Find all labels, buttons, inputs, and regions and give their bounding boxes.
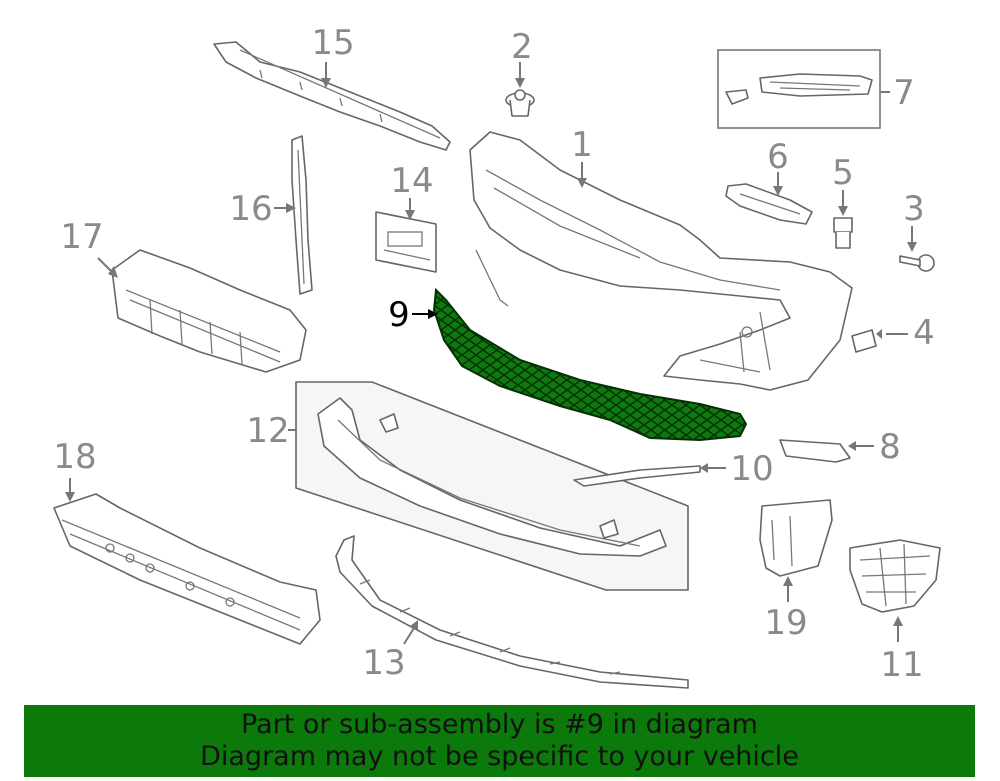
callout-19: 19 bbox=[764, 603, 807, 643]
leader-13 bbox=[403, 627, 415, 645]
notice-banner: Part or sub-assembly is #9 in diagram Di… bbox=[24, 705, 975, 777]
callout-1: 1 bbox=[571, 125, 593, 165]
part-3-screw[interactable] bbox=[899, 254, 935, 272]
part-8-bracket[interactable] bbox=[779, 439, 851, 463]
part-6-side-bracket[interactable] bbox=[725, 183, 813, 225]
part-10-garnish[interactable] bbox=[573, 465, 701, 487]
callout-4: 4 bbox=[913, 313, 935, 353]
notice-line-1: Part or sub-assembly is #9 in diagram bbox=[241, 709, 758, 740]
callout-17: 17 bbox=[60, 217, 103, 257]
part-5-clip[interactable] bbox=[833, 217, 853, 249]
part-13-lower-strip[interactable] bbox=[335, 535, 689, 689]
callout-5: 5 bbox=[832, 153, 854, 193]
callout-18: 18 bbox=[53, 437, 96, 477]
callout-16: 16 bbox=[229, 189, 272, 229]
part-9-lower-grille[interactable] bbox=[432, 287, 748, 442]
callout-8: 8 bbox=[879, 427, 901, 467]
callout-3: 3 bbox=[903, 189, 925, 229]
part-4-cap[interactable] bbox=[851, 329, 877, 353]
part-7-bracket-set[interactable] bbox=[717, 49, 881, 129]
callout-13: 13 bbox=[362, 643, 405, 683]
part-16-stay[interactable] bbox=[291, 135, 313, 295]
parts-diagram: 15 2 7 1 6 5 3 14 16 17 9 4 12 8 18 10 1… bbox=[53, 23, 941, 689]
notice-line-2: Diagram may not be specific to your vehi… bbox=[200, 741, 799, 772]
part-2-clip[interactable] bbox=[505, 89, 535, 117]
part-18-bumper-beam[interactable] bbox=[53, 493, 321, 645]
part-15-upper-bracket[interactable] bbox=[213, 41, 451, 151]
callout-9: 9 bbox=[388, 295, 410, 335]
callout-10: 10 bbox=[730, 449, 773, 489]
callout-7: 7 bbox=[893, 73, 915, 113]
callout-14: 14 bbox=[390, 161, 433, 201]
leader-17 bbox=[97, 257, 113, 273]
part-14-bracket[interactable] bbox=[375, 211, 437, 273]
callout-12: 12 bbox=[246, 411, 289, 451]
callout-2: 2 bbox=[511, 27, 533, 67]
part-12-lower-assembly[interactable] bbox=[295, 381, 689, 591]
part-17-grille-frame[interactable] bbox=[111, 249, 307, 373]
callout-15: 15 bbox=[311, 23, 354, 63]
callout-11: 11 bbox=[880, 645, 923, 685]
callout-6: 6 bbox=[767, 137, 789, 177]
part-11-side-grille[interactable] bbox=[849, 539, 941, 613]
part-19-bracket[interactable] bbox=[759, 499, 833, 577]
part-1-bumper-cover[interactable] bbox=[469, 131, 853, 391]
